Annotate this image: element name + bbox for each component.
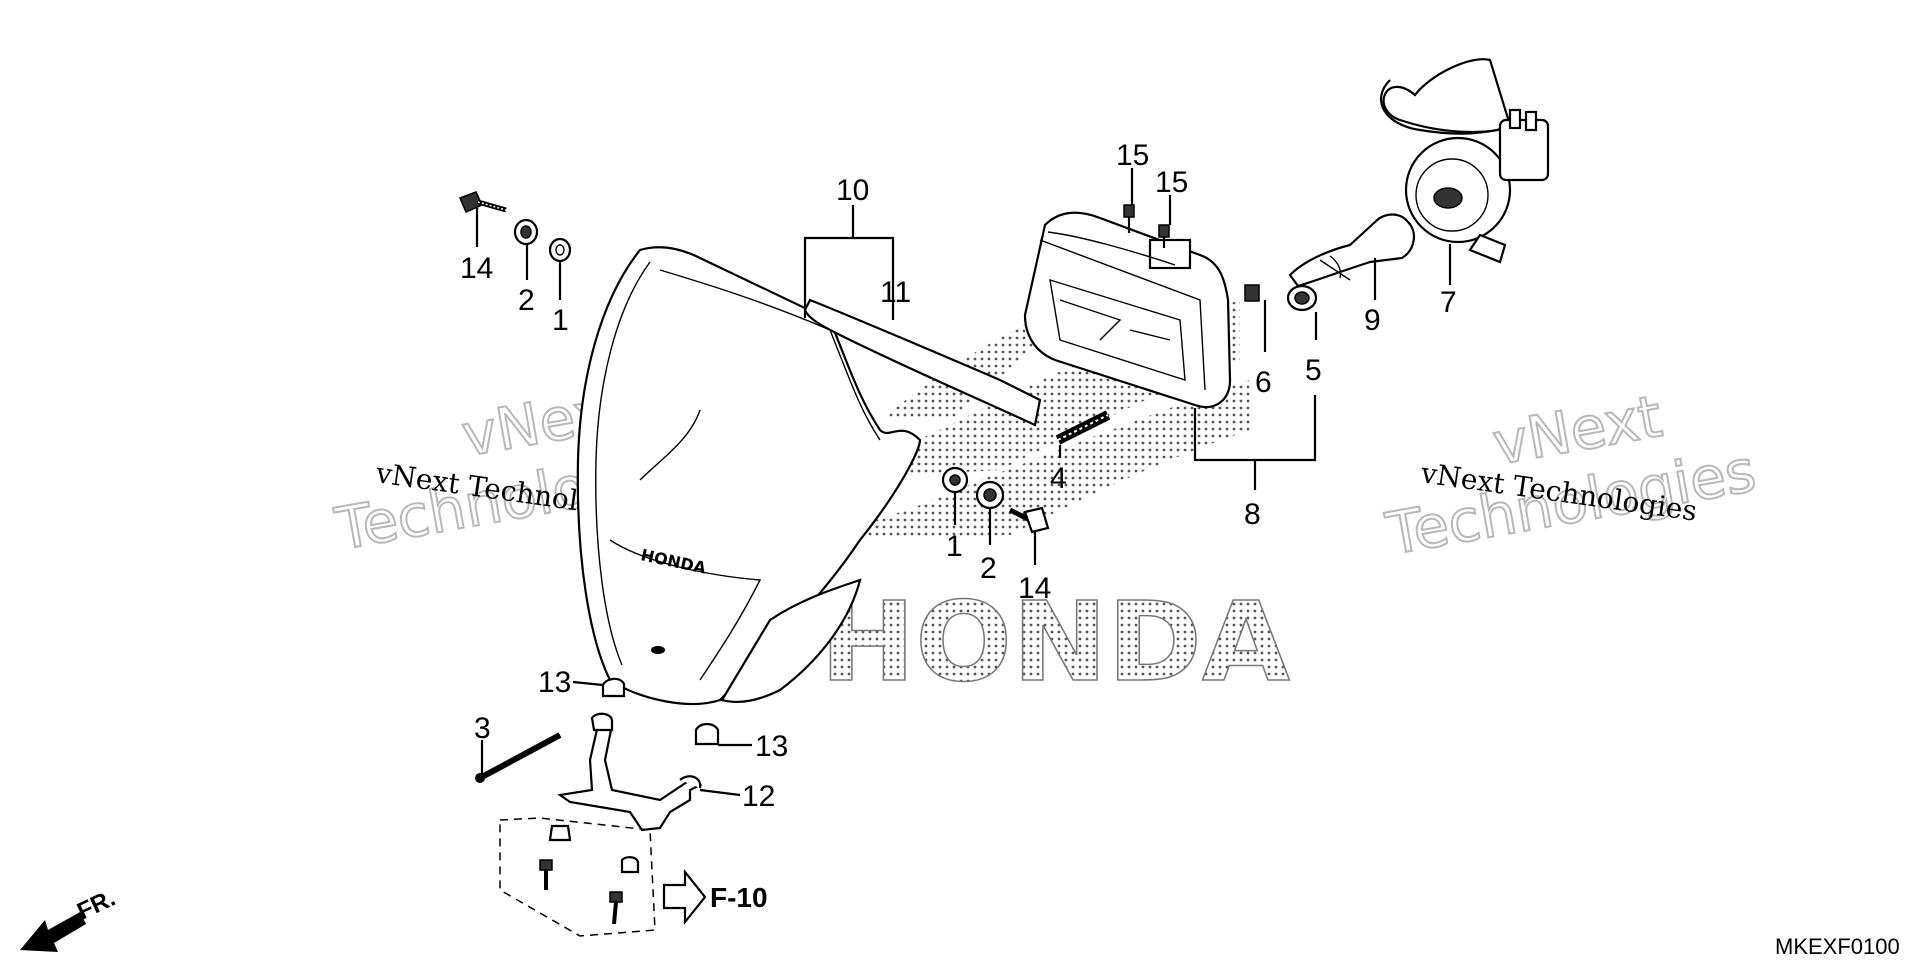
reference-arrow: F-10	[662, 868, 768, 926]
part-9-bulb	[1288, 213, 1416, 288]
callout-7: 7	[1440, 286, 1457, 319]
reference-label: F-10	[710, 882, 768, 913]
leader-lines	[475, 168, 1452, 797]
diagram-code: MKEXF0100	[1775, 934, 1900, 959]
part-12-stay-bracket	[557, 712, 703, 832]
callout-13-left: 13	[538, 666, 571, 699]
part-5-cap	[1286, 284, 1318, 312]
callout-3: 3	[474, 712, 491, 745]
part-15-screw-a	[1123, 204, 1135, 233]
reference-fastener-group	[499, 817, 656, 937]
callout-1-lower: 1	[946, 530, 963, 563]
callout-labels: 14 2 1 10 11 15 15 9 7 6 5 4 8 1 2 14 13…	[460, 139, 1457, 813]
part-6-nut	[1244, 284, 1260, 302]
headlight-unit	[1023, 211, 1232, 408]
part-3-rod	[475, 732, 562, 783]
callout-1-upper: 1	[552, 304, 569, 337]
callout-12: 12	[742, 780, 775, 813]
callout-6: 6	[1255, 366, 1272, 399]
callout-15-b: 15	[1155, 166, 1188, 199]
honda-background-text: HONDA	[820, 578, 1290, 706]
callout-2-upper: 2	[518, 284, 535, 317]
callout-15-a: 15	[1116, 139, 1149, 172]
callout-14-lower: 14	[1018, 572, 1051, 605]
part-1-collar-lower	[941, 466, 969, 494]
callout-2-lower: 2	[980, 552, 997, 585]
part-14-bolt-lower	[1008, 506, 1050, 534]
part-1-collar-upper	[548, 237, 572, 263]
front-direction-arrow: FR.	[20, 885, 120, 952]
callout-11: 11	[880, 276, 911, 309]
part-2-grommet-lower	[975, 480, 1005, 510]
callout-10: 10	[836, 174, 869, 207]
callout-9: 9	[1364, 304, 1381, 337]
callout-14-upper: 14	[460, 252, 493, 285]
part-13-mount-right	[694, 722, 720, 746]
callout-13-right: 13	[755, 730, 788, 763]
part-13-mount-left	[601, 677, 626, 698]
part-2-grommet-upper	[513, 218, 539, 246]
callout-8: 8	[1244, 498, 1261, 531]
callout-5: 5	[1305, 354, 1322, 387]
part-15-screw-b	[1158, 224, 1170, 248]
callout-4: 4	[1050, 462, 1067, 495]
headlight-cowl: HONDA	[576, 246, 922, 706]
cowl-seal-strip	[803, 298, 1042, 427]
part-4-screw	[1055, 410, 1111, 445]
part-7-socket	[1379, 58, 1550, 264]
part-14-bolt-upper	[459, 191, 507, 213]
